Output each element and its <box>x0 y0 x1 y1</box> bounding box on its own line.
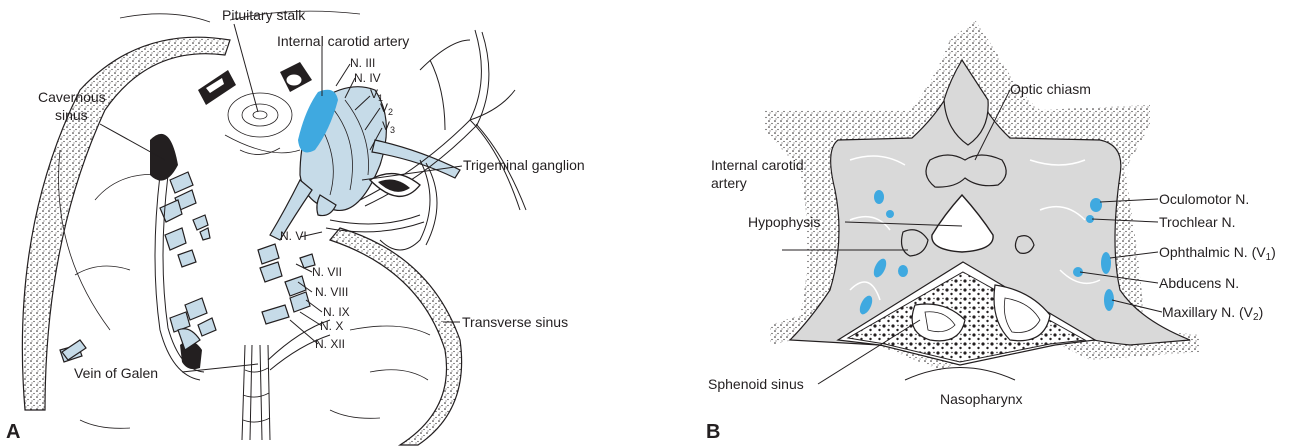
label-nasopharynx: Nasopharynx <box>940 391 1023 407</box>
label-cavernous-sinus-line1: Cavernous <box>38 89 106 105</box>
label-internal-carotid-artery: Internal carotid artery <box>277 33 409 49</box>
label-optic-chiasm: Optic chiasm <box>1010 81 1091 97</box>
cranial-nerve-stubs <box>60 172 315 369</box>
label-v3: V3 <box>382 119 395 135</box>
label-n-ix: N. IX <box>323 305 350 319</box>
label-n-iii: N. III <box>350 56 375 70</box>
panel-b-drawing <box>765 20 1200 384</box>
label-n-x: N. X <box>320 319 343 333</box>
label-pituitary-stalk: Pituitary stalk <box>222 7 306 23</box>
transverse-sinus-band <box>330 228 462 445</box>
panel-a-letter: A <box>6 421 20 443</box>
label-sphenoid-sinus: Sphenoid sinus <box>708 376 804 392</box>
label-trochlear-n: Trochlear N. <box>1159 214 1236 230</box>
panel-b-letter: B <box>706 421 720 443</box>
label-ophthalmic-n: Ophthalmic N. (V1) <box>1159 244 1276 263</box>
label-trigeminal-ganglion: Trigeminal ganglion <box>463 157 585 173</box>
label-cavernous-sinus-line2: sinus <box>55 107 88 123</box>
label-v2: V2 <box>380 101 393 117</box>
label-n-vi: N. VI <box>280 229 307 243</box>
label-n-xii: N. XII <box>315 337 345 351</box>
label-abducens-n: Abducens N. <box>1159 275 1239 291</box>
label-maxillary-n: Maxillary N. (V2) <box>1162 304 1263 323</box>
label-internal-carotid-line2: artery <box>711 175 747 191</box>
label-internal-carotid-line1: Internal carotid <box>711 157 804 173</box>
label-n-vii: N. VII <box>312 265 342 279</box>
label-transverse-sinus: Transverse sinus <box>462 314 568 330</box>
label-vein-of-galen: Vein of Galen <box>74 365 158 381</box>
label-hypophysis: Hypophysis <box>748 214 820 230</box>
label-oculomotor-n: Oculomotor N. <box>1159 191 1249 207</box>
label-n-viii: N. VIII <box>315 285 348 299</box>
label-n-iv: N. IV <box>354 71 381 85</box>
